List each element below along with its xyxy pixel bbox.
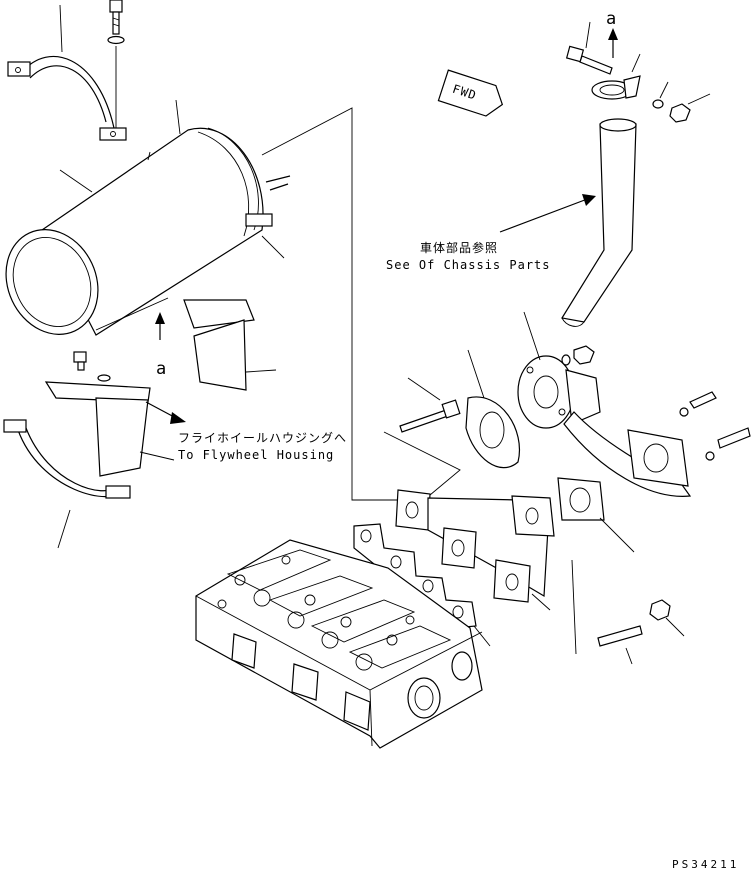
exhaust-manifold-icon <box>395 489 555 611</box>
view-marker-a-left: a <box>156 359 166 379</box>
clamp-bolt <box>565 21 613 75</box>
upper-muffler-band <box>7 4 127 141</box>
chassis-arrow <box>499 194 596 233</box>
drawing-code: PS34211 <box>672 858 739 871</box>
washer-icon <box>652 81 669 109</box>
stud-icon <box>571 559 643 665</box>
chassis-note-jp: 車体部品参照 <box>420 240 498 255</box>
flywheel-note-en: To Flywheel Housing <box>178 448 334 462</box>
bracket-icon <box>183 299 277 391</box>
manifold-bolt <box>399 377 461 433</box>
view-arrow-a <box>95 297 169 340</box>
leader-line-1 <box>383 431 461 501</box>
exhaust-pipe-icon <box>561 118 637 327</box>
flywheel-arrow <box>145 401 186 424</box>
view-marker-a-top: a <box>606 9 616 29</box>
outlet-gasket <box>557 477 635 553</box>
pipe-clamp <box>591 53 641 100</box>
fwd-arrow-icon <box>437 69 504 117</box>
bolt-icon <box>107 0 125 128</box>
flywheel-note-jp: フライホイールハウジングへ <box>178 431 347 445</box>
cylinder-head-icon <box>195 539 483 749</box>
lower-muffler-band <box>3 419 131 549</box>
elbow-outlet-flange <box>627 391 751 487</box>
pipe-connection-line <box>261 107 400 501</box>
chassis-note-en: See Of Chassis Parts <box>386 258 551 272</box>
gasket-icon <box>465 349 520 469</box>
stud-nut <box>649 599 685 637</box>
muffler-icon <box>5 99 291 336</box>
view-arrow-a-top <box>608 28 618 58</box>
nut-icon <box>669 93 711 123</box>
lower-bracket <box>44 351 175 477</box>
